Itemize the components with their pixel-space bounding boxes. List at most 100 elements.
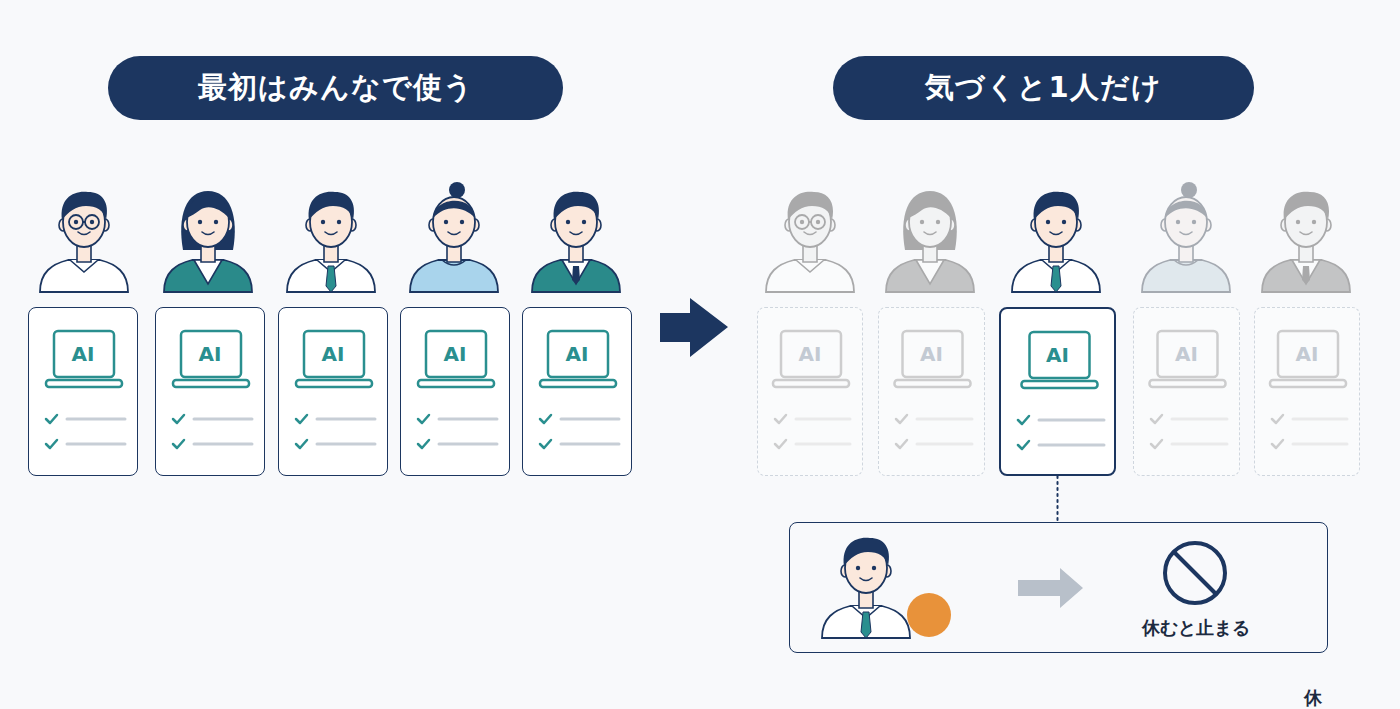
card-decoration — [156, 308, 266, 477]
ai-tool-card: AI — [999, 307, 1116, 476]
text-line — [1293, 418, 1347, 421]
check-mark — [896, 415, 907, 423]
text-line — [917, 443, 972, 446]
check-mark — [540, 440, 551, 448]
check-mark — [1018, 441, 1029, 449]
check-mark — [540, 415, 551, 423]
check-mark — [418, 415, 429, 423]
ai-tool-card: AI — [1254, 307, 1360, 476]
check-mark — [173, 415, 184, 423]
text-line — [67, 418, 125, 421]
gray-arrow — [1018, 568, 1083, 608]
person-icon — [287, 192, 375, 292]
ai-tool-card: AI — [278, 307, 388, 476]
text-line — [1172, 418, 1227, 421]
text-line — [796, 443, 850, 446]
heading-pill: 最初はみんなで使う — [108, 56, 563, 120]
laptop-base — [540, 380, 616, 387]
heading-text: 最初はみんなで使う — [198, 68, 474, 108]
ai-tool-card: AI — [522, 307, 632, 476]
text-line — [439, 418, 497, 421]
card-decoration — [523, 308, 633, 477]
check-mark — [1272, 440, 1283, 448]
check-mark — [46, 440, 57, 448]
faded-person-icon — [1262, 192, 1350, 292]
text-line — [317, 443, 375, 446]
laptop-base — [173, 380, 249, 387]
card-decoration — [1134, 308, 1241, 477]
check-mark — [1151, 440, 1162, 448]
check-mark — [418, 440, 429, 448]
faded-person-icon — [766, 192, 854, 292]
check-mark — [173, 440, 184, 448]
rest-badge: 休 — [907, 593, 951, 637]
note-text: 休むと止まる — [1106, 616, 1286, 640]
text-line — [1172, 443, 1227, 446]
tool-label: AI — [29, 342, 137, 366]
faded-person-icon — [886, 191, 974, 292]
laptop-base — [418, 380, 494, 387]
laptop-base — [773, 380, 849, 387]
prohibition-bar — [1174, 552, 1216, 594]
card-decoration — [1001, 309, 1118, 478]
laptop-base — [1150, 380, 1226, 387]
text-line — [561, 443, 619, 446]
ai-tool-card: AI — [155, 307, 265, 476]
badge-text: 休 — [1223, 686, 1400, 709]
text-line — [917, 418, 972, 421]
person-icon — [410, 182, 498, 292]
check-mark — [1151, 415, 1162, 423]
text-line — [67, 443, 125, 446]
ai-tool-card: AI — [28, 307, 138, 476]
tool-label: AI — [1134, 342, 1239, 366]
tool-label: AI — [279, 342, 387, 366]
card-decoration — [879, 308, 986, 477]
ai-tool-card: AI — [878, 307, 985, 476]
laptop-base — [46, 380, 122, 387]
tool-label: AI — [1255, 342, 1359, 366]
card-decoration — [1255, 308, 1361, 477]
text-line — [561, 418, 619, 421]
ai-tool-card: AI — [400, 307, 510, 476]
heading-pill: 気づくと1人だけ — [833, 56, 1254, 120]
card-decoration — [279, 308, 389, 477]
laptop-base — [895, 380, 971, 387]
text-line — [1039, 419, 1104, 422]
ai-tool-card: AI — [757, 307, 863, 476]
text-line — [1039, 444, 1104, 447]
text-line — [194, 418, 252, 421]
ai-tool-card: AI — [1133, 307, 1240, 476]
leader-line — [1057, 476, 1059, 522]
person-icon — [532, 192, 620, 292]
text-line — [1293, 443, 1347, 446]
faded-person-icon — [1142, 182, 1230, 292]
person-icon — [1012, 192, 1100, 292]
card-decoration — [29, 308, 139, 477]
check-mark — [296, 440, 307, 448]
transition-arrow — [660, 298, 728, 357]
tool-label: AI — [156, 342, 264, 366]
check-mark — [1272, 415, 1283, 423]
text-line — [194, 443, 252, 446]
text-line — [796, 418, 850, 421]
person-icon — [164, 191, 252, 292]
check-mark — [775, 415, 786, 423]
tool-label: AI — [758, 342, 862, 366]
prohibition-symbol — [1165, 543, 1225, 603]
tool-label: AI — [523, 342, 631, 366]
text-line — [317, 418, 375, 421]
heading-text: 気づくと1人だけ — [925, 68, 1161, 108]
tool-label: AI — [1001, 343, 1114, 367]
person-icon — [822, 538, 910, 638]
check-mark — [296, 415, 307, 423]
tool-label: AI — [879, 342, 984, 366]
person-icon — [40, 192, 128, 292]
check-mark — [775, 440, 786, 448]
prohibition-circle — [1165, 543, 1225, 603]
laptop-base — [1022, 381, 1098, 388]
text-line — [439, 443, 497, 446]
tool-label: AI — [401, 342, 509, 366]
check-mark — [46, 415, 57, 423]
laptop-base — [296, 380, 372, 387]
